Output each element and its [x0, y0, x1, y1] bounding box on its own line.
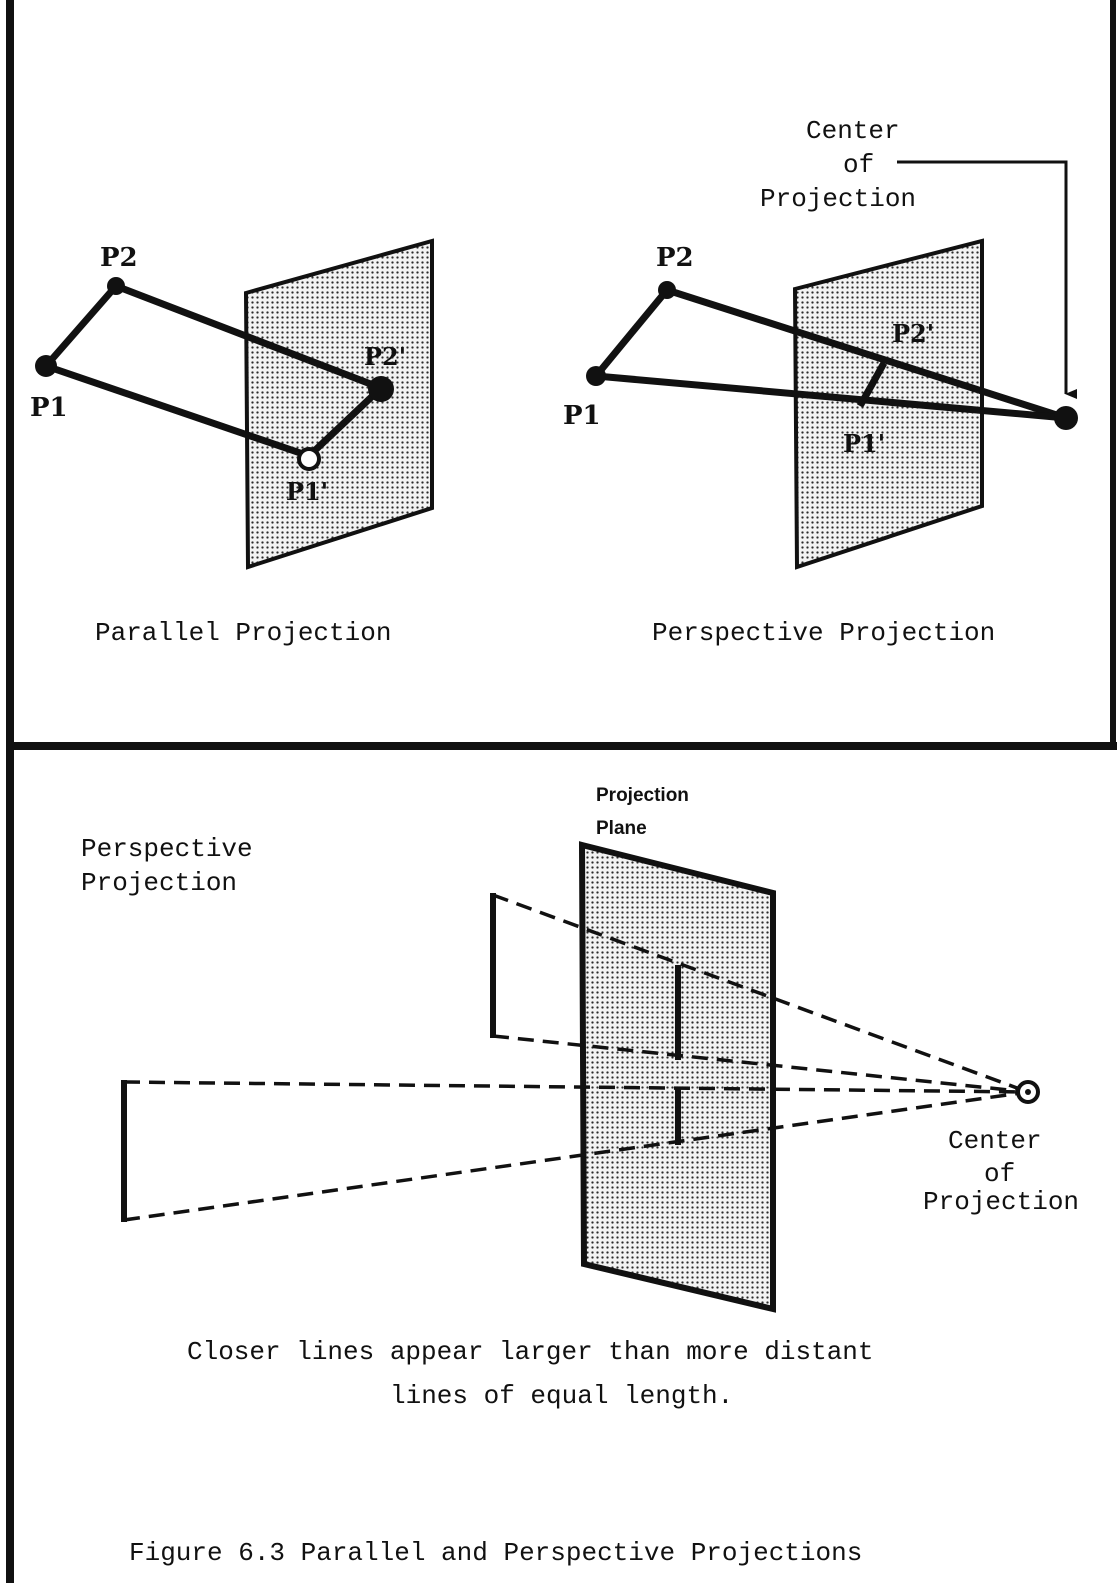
- p1-projected-label: P1': [286, 477, 328, 506]
- projection-plane: [578, 841, 776, 1313]
- p2-to-center-line: [665, 286, 1068, 422]
- near-line-bottom-projector: [492, 1034, 1029, 1094]
- bottom-heading-line1: Perspective: [81, 834, 253, 864]
- center-label-line2: of: [843, 150, 874, 180]
- p1-projector-line: [44, 362, 311, 460]
- p1-point: [586, 366, 606, 386]
- p2-projected-point: [368, 376, 394, 402]
- far-line-bottom-projector: [123, 1090, 1029, 1222]
- perspective-projection-diagram: Center of Projection P1 P2 P2' P1' Persp…: [563, 116, 1078, 648]
- p2-projector-line: [114, 282, 383, 392]
- distance-comparison-diagram: Perspective Projection Projection Plane …: [81, 785, 1079, 1411]
- center-label-line1: Center: [806, 116, 900, 146]
- p1-p2-segment: [593, 287, 670, 379]
- bottom-caption-line2: lines of equal length.: [390, 1381, 733, 1411]
- p2-label: P2: [100, 243, 138, 273]
- center-of-projection-dot: [1025, 1089, 1031, 1095]
- p1-point: [35, 355, 57, 377]
- center-pointer-arrow: [897, 160, 1077, 399]
- p1-label: P1: [563, 401, 601, 431]
- p1-label: P1: [30, 393, 68, 423]
- p2-point: [658, 281, 676, 299]
- p1-p2-segment: [43, 283, 119, 369]
- p1-to-center-line: [595, 372, 1067, 422]
- center-label-line3: Projection: [923, 1187, 1079, 1217]
- projected-segment: [306, 385, 384, 459]
- center-label-line2: of: [984, 1159, 1015, 1189]
- parallel-projection-plane: [243, 238, 434, 570]
- figure-caption: Figure 6.3 Parallel and Perspective Proj…: [129, 1538, 862, 1568]
- near-line-top-projector: [492, 893, 1029, 1094]
- center-label-line3: Projection: [760, 184, 916, 214]
- p2-label: P2: [656, 243, 694, 273]
- bottom-heading-line2: Projection: [81, 868, 237, 898]
- p2-point: [107, 277, 125, 295]
- bottom-caption-line1: Closer lines appear larger than more dis…: [187, 1337, 874, 1367]
- center-label-line1: Center: [948, 1126, 1042, 1156]
- far-line-top-projector: [123, 1080, 1029, 1094]
- p1-projected-point: [297, 447, 321, 471]
- p2-projected-label: P2': [892, 319, 934, 348]
- plane-label-line1: Projection: [596, 785, 689, 806]
- p2-projected-label: P2': [364, 342, 406, 371]
- perspective-projection-caption: Perspective Projection: [652, 618, 995, 648]
- projected-segment: [856, 361, 888, 408]
- p1-projected-label: P1': [843, 429, 885, 458]
- parallel-projection-diagram: P1 P2 P2' P1' Parallel Projection: [30, 238, 434, 648]
- figure-frame: [6, 0, 1117, 1583]
- parallel-projection-caption: Parallel Projection: [95, 618, 391, 648]
- plane-label-line2: Plane: [596, 818, 647, 839]
- center-of-projection-point: [1054, 406, 1078, 430]
